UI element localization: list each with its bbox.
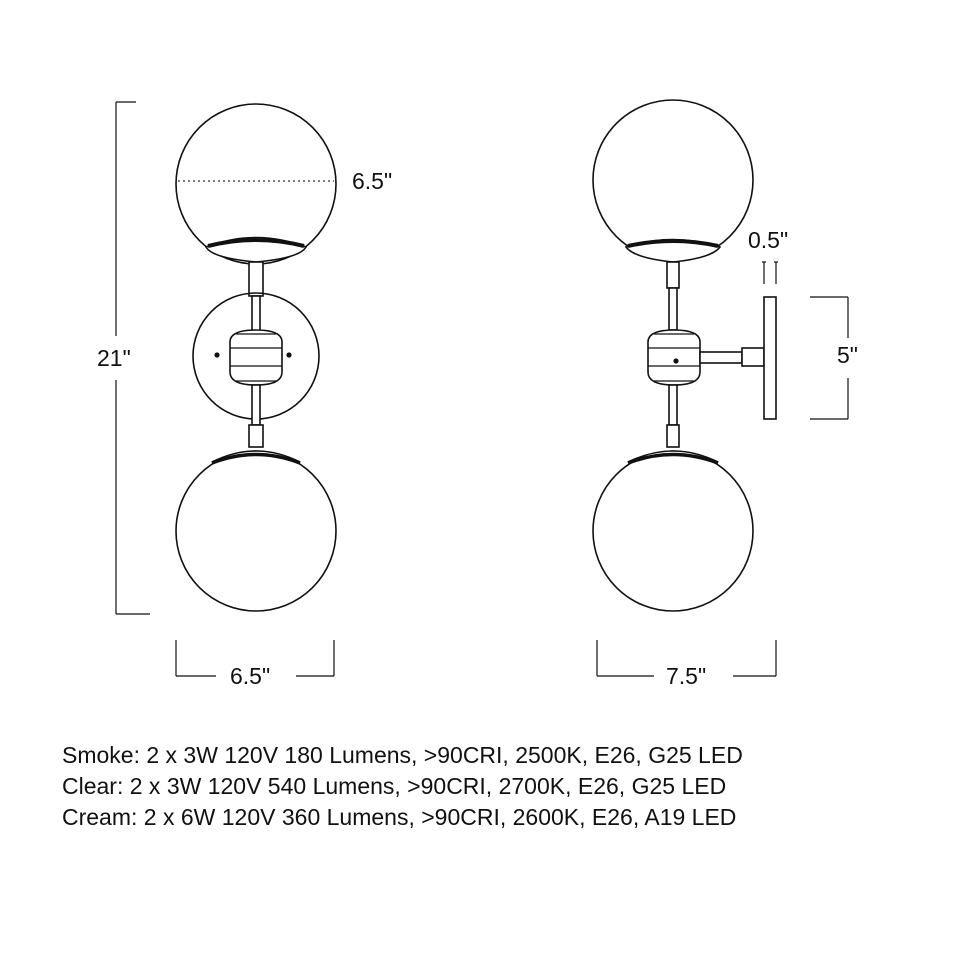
wall-arm — [699, 347, 765, 367]
side-projection-bracket — [596, 640, 777, 677]
center-knuckle-front — [229, 329, 283, 386]
backplate-depth-label: 0.5" — [748, 227, 788, 253]
center-knuckle-side — [647, 329, 701, 386]
globe-diameter-label: 6.5" — [352, 168, 392, 194]
wall-backplate-side — [763, 296, 777, 420]
side-view: 0.5" 5" 7.5" — [592, 99, 858, 689]
spec-line-clear: Clear: 2 x 3W 120V 540 Lumens, >90CRI, 2… — [62, 773, 727, 799]
lamp-specifications: Smoke: 2 x 3W 120V 180 Lumens, >90CRI, 2… — [62, 740, 743, 833]
top-globe-front — [175, 103, 337, 265]
side-projection-label: 7.5" — [666, 663, 706, 689]
bottom-globe-front — [175, 450, 337, 612]
height-dimension-label: 21" — [97, 345, 131, 371]
front-width-label: 6.5" — [230, 663, 270, 689]
spec-line-cream: Cream: 2 x 6W 120V 360 Lumens, >90CRI, 2… — [62, 804, 737, 830]
upper-stem-side — [666, 261, 680, 331]
lower-stem-front — [248, 384, 264, 448]
upper-stem-front — [248, 261, 264, 333]
front-width-dimension-bracket — [175, 640, 335, 677]
backplate-height-bracket — [810, 296, 849, 420]
height-dimension-bracket — [115, 101, 150, 615]
front-view: 21" 6.5" — [97, 101, 392, 689]
lower-stem-side — [666, 384, 680, 448]
top-globe-side — [592, 99, 754, 263]
bottom-globe-side — [592, 450, 754, 612]
backplate-depth-bracket — [762, 261, 778, 284]
backplate-height-label: 5" — [837, 342, 858, 368]
spec-line-smoke: Smoke: 2 x 3W 120V 180 Lumens, >90CRI, 2… — [62, 742, 743, 768]
